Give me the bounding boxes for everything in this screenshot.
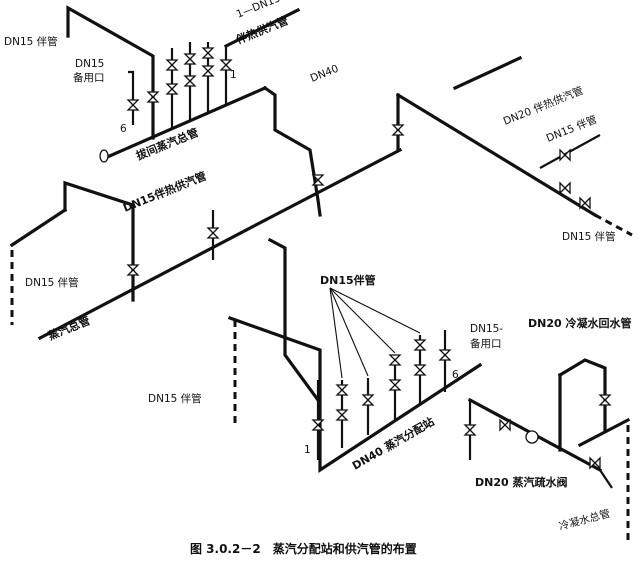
condensate-main-pipe — [577, 417, 631, 448]
dn20-trace-supply-group — [391, 55, 633, 237]
figure-caption: 图 3.0.2－2 蒸汽分配站和供汽管的布置 — [190, 541, 417, 556]
label-dn15-trace-supply-mid: DN15伴热供汽管 — [121, 169, 208, 215]
dn40-drop-lower — [267, 237, 321, 403]
label-dn15-trace-right-bottom: DN15 伴管 — [562, 230, 616, 243]
valve-icon — [219, 59, 233, 71]
trace-supply-top — [223, 7, 301, 49]
dn40-riser-top — [262, 85, 322, 217]
label-dn15-spare-top-b: 备用口 — [73, 71, 105, 84]
valve-icon — [165, 59, 179, 71]
label-dn20-condensate-return: DN20 冷凝水回水管 — [528, 316, 631, 330]
valve-icon — [589, 456, 601, 470]
steam-trap-icon — [525, 430, 539, 444]
lower-header-pipe — [227, 315, 483, 473]
valve-icon — [335, 384, 349, 396]
steam-main-group — [9, 147, 403, 403]
label-dn40-top: DN40 — [309, 63, 341, 85]
valve-icon — [579, 196, 591, 210]
label-num-1-bottom: 1 — [304, 444, 311, 456]
leader-line — [329, 287, 343, 379]
label-num-1-top: 1 — [230, 69, 237, 81]
valve-icon — [206, 227, 220, 239]
label-dn20-steam-trap: DN20 蒸汽疏水阀 — [475, 475, 567, 489]
dn20-top-branch — [452, 55, 523, 91]
valve-icon — [413, 364, 427, 376]
valve-icon — [126, 99, 140, 111]
valve-icon — [361, 394, 375, 406]
valve-icon — [499, 418, 511, 432]
valve-icon — [388, 354, 402, 366]
condensate-return-top — [557, 358, 607, 432]
trace-pipe-left — [63, 180, 135, 302]
spare-port-stub-top — [128, 70, 135, 125]
valve-icon — [183, 75, 197, 87]
valve-icon — [559, 181, 571, 195]
valve-icon — [311, 174, 325, 186]
top-distribution-station — [66, 5, 322, 217]
label-dn15-trace-lower-left: DN15 伴管 — [148, 392, 202, 405]
label-num-6-bottom: 6 — [452, 369, 459, 381]
label-steam-main: 蒸汽总管 — [46, 313, 92, 342]
label-dn15-trace-left: DN15 伴管 — [25, 276, 79, 289]
valve-icon — [126, 264, 140, 276]
lower-distribution-station — [227, 287, 483, 473]
condensate-group — [463, 358, 631, 540]
valve-icon — [146, 91, 160, 103]
trace-pipe-left-outer — [9, 207, 68, 248]
label-condensate-main: 冷凝水总管 — [557, 507, 611, 533]
valve-icon — [438, 349, 452, 361]
valve-icon — [335, 409, 349, 421]
valve-icon — [391, 124, 405, 136]
valve-icon — [413, 339, 427, 351]
dn20-supply-horizontal — [395, 92, 598, 218]
header-end-cap — [99, 149, 109, 163]
label-dn20-trace-supply: DN20 伴热供汽管 — [501, 84, 585, 128]
label-dn15-trace-center: DN15伴管 — [320, 273, 376, 287]
label-dn15-spare-top-a: DN15 — [75, 58, 104, 70]
valve-icon — [559, 148, 571, 162]
valve-icon — [598, 394, 612, 406]
leader-line — [329, 287, 369, 377]
valve-icon — [183, 53, 197, 65]
valve-icon — [311, 419, 325, 431]
label-dn15-trace-topleft: DN15 伴管 — [4, 35, 58, 48]
trap-outlet — [599, 469, 613, 489]
valve-icon — [201, 65, 215, 77]
valve-icon — [165, 83, 179, 95]
valve-icon — [388, 379, 402, 391]
valve-icon — [201, 47, 215, 59]
steam-main-pipe — [37, 147, 403, 341]
label-dn15-spare-bottom-b: 备用口 — [470, 337, 502, 350]
label-num-6-top: 6 — [120, 123, 127, 135]
top-riser-valves — [126, 47, 233, 111]
valve-icon — [463, 424, 477, 436]
leader-line — [329, 287, 396, 354]
leader-line — [329, 287, 421, 334]
lower-riser-valves — [311, 339, 452, 431]
label-dn15-spare-bottom-a: DN15- — [470, 323, 503, 335]
return-steam-main-pipe — [102, 85, 268, 161]
